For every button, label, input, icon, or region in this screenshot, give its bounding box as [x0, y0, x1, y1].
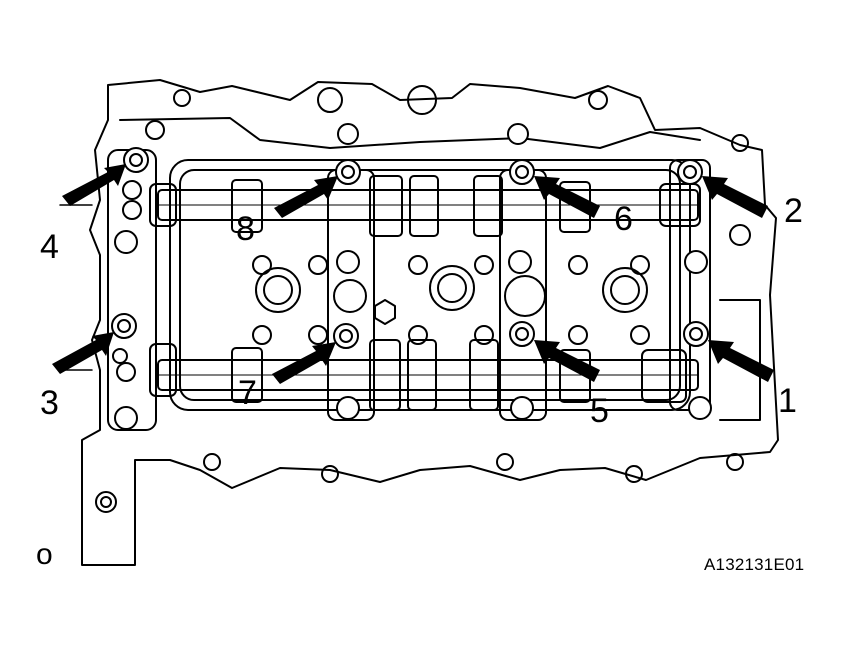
- callout-label-7: 7: [238, 374, 257, 412]
- arrow-bolt-3: [52, 332, 114, 374]
- arrow-bolt-7: [272, 342, 336, 384]
- callout-label-6: 6: [614, 200, 633, 238]
- gasket-rail-inner: [179, 169, 681, 401]
- bolt-2: [677, 159, 703, 185]
- arrow-bolt-4: [62, 164, 126, 206]
- figure-code: A132131E01: [704, 555, 805, 574]
- arrow-bolt-1: [708, 340, 774, 382]
- head-casting-outline: [81, 79, 779, 566]
- callout-label-4: 4: [40, 228, 59, 266]
- bolt-1: [683, 321, 709, 347]
- plug-tube-center: [504, 275, 546, 317]
- corner-mark: o: [36, 538, 53, 571]
- callout-label-2: 2: [784, 192, 803, 230]
- bolt-4: [123, 147, 149, 173]
- bolt-5: [509, 321, 535, 347]
- arrow-bolt-8: [274, 176, 338, 218]
- exhaust-camshaft: [149, 339, 699, 411]
- plug-tube-2: [429, 265, 475, 311]
- plug-tube-1: [255, 267, 301, 313]
- arrow-bolt-6: [534, 176, 600, 218]
- plug-tube-3: [602, 267, 648, 313]
- arrow-bolt-2: [702, 176, 768, 218]
- callout-label-3: 3: [40, 384, 59, 422]
- bearing-cap-right: [499, 169, 547, 421]
- arrow-bolt-5: [534, 340, 600, 382]
- bolt-3: [111, 313, 137, 339]
- bearing-cap-rear: [107, 149, 157, 431]
- callout-label-5: 5: [590, 392, 609, 430]
- bolt-6: [509, 159, 535, 185]
- callout-label-8: 8: [236, 210, 255, 248]
- bolt-7: [333, 323, 359, 349]
- top-rib: [119, 117, 701, 149]
- callout-label-1: 1: [778, 382, 797, 420]
- bolt-8: [335, 159, 361, 185]
